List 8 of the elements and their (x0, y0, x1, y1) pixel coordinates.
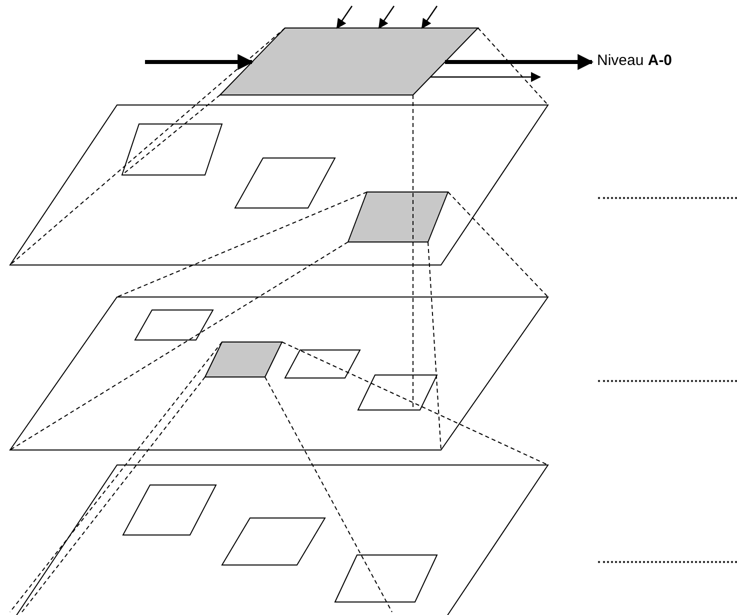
arrow (378, 6, 395, 29)
arrow (421, 6, 438, 29)
process-box (218, 28, 480, 96)
arrow (336, 6, 353, 29)
arrow (430, 72, 541, 82)
level-label: Niveau A-0 (597, 52, 672, 69)
double-arrow (145, 54, 254, 70)
double-arrow (445, 54, 594, 70)
